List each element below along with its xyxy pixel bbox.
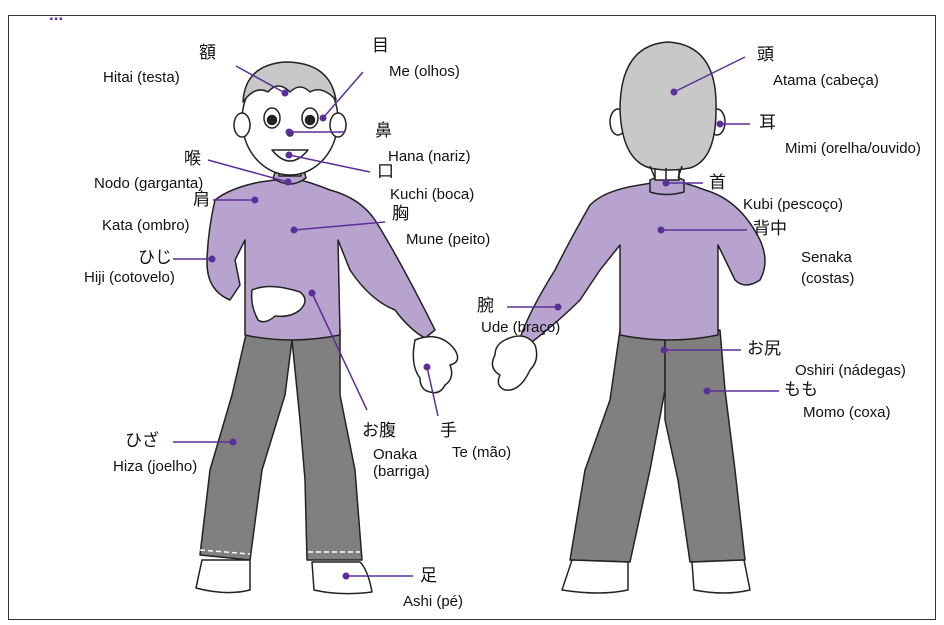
label-senaka-jp: 背中 [753,220,787,239]
label-oshiri-pt: Oshiri (nádegas) [795,362,906,379]
front-left-ear [234,113,250,137]
front-right-hand [413,337,457,393]
label-ashi-jp: 足 [420,567,437,586]
label-kuchi-pt: Kuchi (boca) [390,186,474,203]
back-right-foot [692,560,750,593]
label-kubi-pt: Kubi (pescoço) [743,196,843,213]
front-figure [196,62,458,594]
label-onaka-jp: お腹 [362,422,396,441]
label-me-jp: 目 [372,37,389,56]
label-onaka-pt: Onaka (barriga) [373,446,463,480]
label-nodo-jp: 喉 [184,150,201,169]
back-head [620,42,716,170]
label-nodo-pt: Nodo (garganta) [94,175,203,192]
label-momo-jp: もも [784,381,818,400]
label-hitai-jp: 額 [199,44,216,63]
back-left-leg [570,330,665,562]
label-mune-pt: Mune (peito) [406,231,490,248]
label-kuchi-jp: 口 [377,163,394,182]
label-senaka-pt: Senaka (costas) [801,247,881,289]
label-momo-pt: Momo (coxa) [803,404,891,421]
front-right-foot [312,562,372,594]
label-mune-jp: 胸 [392,205,409,224]
label-mimi-jp: 耳 [759,114,776,133]
label-mimi-pt: Mimi (orelha/ouvido) [785,138,925,160]
back-hand [492,336,536,390]
front-left-leg [200,330,292,560]
back-shirt [520,180,765,342]
label-ashi-pt: Ashi (pé) [403,593,463,610]
back-left-foot [562,560,628,593]
front-left-foot [196,560,250,593]
label-hiza-pt: Hiza (joelho) [113,458,197,475]
label-atama-pt: Atama (cabeça) [773,72,879,89]
label-hiza-jp: ひざ [125,432,159,451]
label-kubi-jp: 首 [709,174,726,193]
label-ude-jp: 腕 [477,297,494,316]
label-hiji-jp: ひじ [138,249,172,268]
front-right-leg [292,330,362,560]
label-oshiri-jp: お尻 [747,340,781,359]
label-te-jp: 手 [440,422,457,441]
back-right-leg [665,330,745,562]
label-te-pt: Te (mão) [452,444,511,461]
label-me-pt: Me (olhos) [389,63,460,80]
front-right-ear [330,113,346,137]
label-ude-pt: Ude (braço) [481,319,560,336]
label-hana-jp: 鼻 [375,122,392,141]
label-hitai-pt: Hitai (testa) [103,69,180,86]
label-atama-jp: 頭 [757,46,774,65]
label-hana-pt: Hana (nariz) [388,148,471,165]
label-hiji-pt: Hiji (cotovelo) [84,269,175,286]
label-kata-jp: 肩 [193,191,210,210]
label-kata-pt: Kata (ombro) [102,217,190,234]
